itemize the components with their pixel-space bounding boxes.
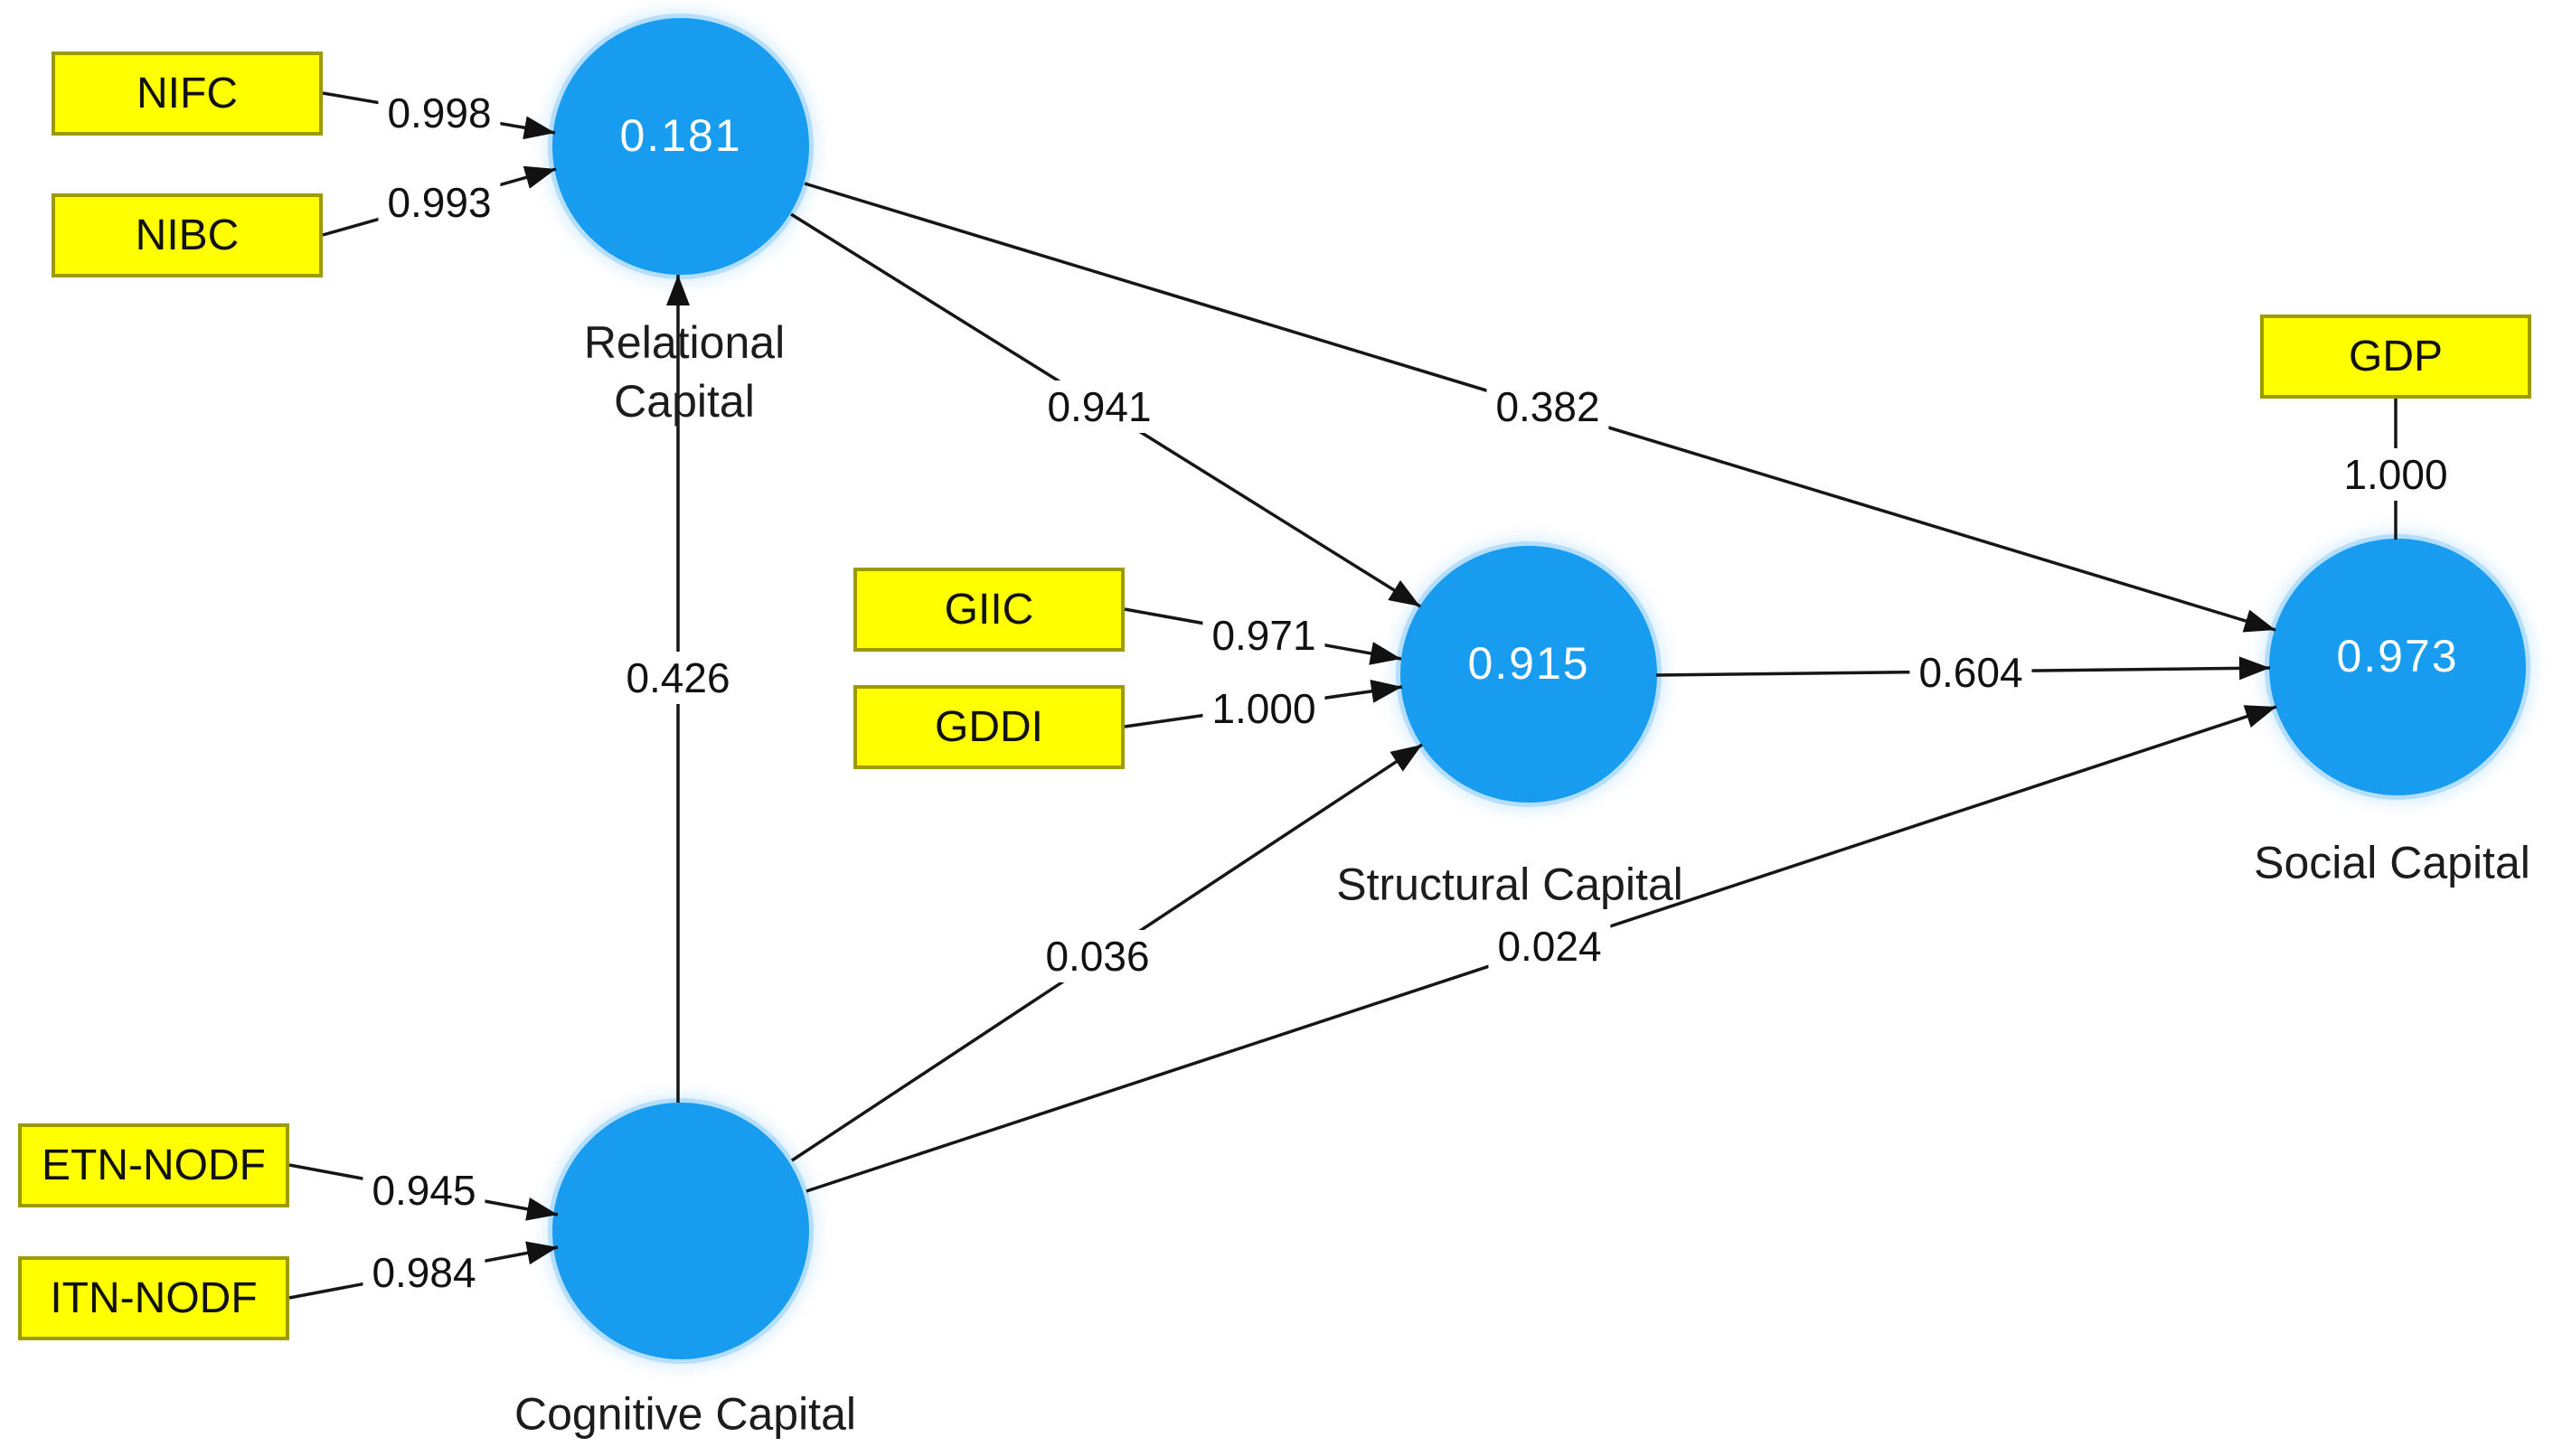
r-squared-relational: 0.181 bbox=[619, 110, 742, 161]
construct-label-relational: Relational Capital bbox=[583, 317, 786, 427]
indicator-nifc[interactable]: NIFC bbox=[52, 52, 323, 136]
indicator-giic[interactable]: GIIC bbox=[853, 568, 1125, 652]
indicator-gddi-label: GDDI bbox=[935, 703, 1043, 751]
indicator-nibc-label: NIBC bbox=[135, 211, 240, 259]
path-coefficient-relational-to-structural: 0.941 bbox=[1038, 380, 1161, 433]
path-coefficient-structural-to-social: 0.604 bbox=[1909, 646, 2032, 699]
indicator-etn-nodf-label: ETN-NODF bbox=[42, 1141, 266, 1189]
indicator-etn-nodf[interactable]: ETN-NODF bbox=[18, 1123, 289, 1207]
construct-relational-capital[interactable]: 0.181 bbox=[552, 18, 809, 275]
indicator-nibc[interactable]: NIBC bbox=[52, 193, 323, 277]
r-squared-structural: 0.915 bbox=[1467, 638, 1590, 689]
indicator-gdp-label: GDP bbox=[2348, 333, 2443, 380]
indicator-nifc-label: NIFC bbox=[137, 70, 238, 117]
path-coefficient-cognitive-to-relational: 0.426 bbox=[617, 652, 740, 704]
construct-label-social: Social Capital bbox=[2254, 837, 2530, 888]
indicator-itn-nodf-label: ITN-NODF bbox=[50, 1274, 258, 1322]
indicator-giic-label: GIIC bbox=[944, 586, 1034, 634]
indicator-gddi[interactable]: GDDI bbox=[853, 685, 1125, 769]
indicator-itn-nodf[interactable]: ITN-NODF bbox=[18, 1256, 289, 1340]
indicator-gdp[interactable]: GDP bbox=[2260, 315, 2531, 399]
path-coefficient-cognitive-to-structural: 0.036 bbox=[1036, 930, 1159, 982]
loading-label-gdp: 1.000 bbox=[2334, 448, 2457, 501]
construct-label-cognitive: Cognitive Capital bbox=[514, 1388, 856, 1440]
path-coefficient-cognitive-to-social: 0.024 bbox=[1488, 920, 1611, 972]
loading-label-nifc: 0.998 bbox=[378, 87, 501, 139]
loading-label-giic: 0.971 bbox=[1202, 609, 1325, 662]
loading-label-nibc: 0.993 bbox=[378, 176, 501, 229]
loading-label-gddi: 1.000 bbox=[1202, 682, 1325, 735]
r-squared-social: 0.973 bbox=[2336, 631, 2459, 681]
construct-label-structural: Structural Capital bbox=[1336, 859, 1683, 910]
loading-label-etn-nodf: 0.945 bbox=[363, 1164, 485, 1216]
loading-label-itn-nodf: 0.984 bbox=[363, 1246, 485, 1299]
path-coefficient-relational-to-social: 0.382 bbox=[1486, 380, 1609, 433]
construct-social-capital[interactable]: 0.973 bbox=[2269, 539, 2526, 795]
construct-cognitive-capital[interactable] bbox=[552, 1103, 809, 1359]
construct-structural-capital[interactable]: 0.915 bbox=[1400, 546, 1657, 803]
